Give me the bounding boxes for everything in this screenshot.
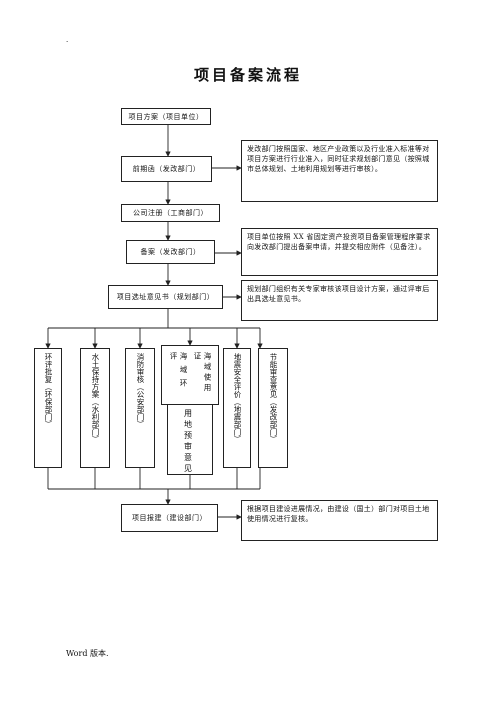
branch-sea-area: 海域环评 海域使用证 xyxy=(161,345,219,405)
branch-water-soil-plan: 水土保持方案（水利部门） xyxy=(80,348,110,468)
page-title: 项目备案流程 xyxy=(193,66,302,84)
branch-energy-review: 节能审查意见（发改部门） xyxy=(258,348,288,468)
branch-sea-area-eia-label: 海域环评 xyxy=(169,352,188,393)
step-project-plan: 项目方案（项目单位） xyxy=(121,108,211,125)
branch-land-use-preliminary-label: 用地预审意见 xyxy=(184,409,192,473)
branch-fire-review-label: 消防审核（公安部门） xyxy=(136,353,145,428)
branch-sea-area-cert-label: 海域使用证 xyxy=(193,352,212,394)
branch-water-soil-plan-label: 水土保持方案（水利部门） xyxy=(91,353,100,443)
top-mark: . xyxy=(66,36,69,44)
step-project-construction-application: 项目报建（建设部门） xyxy=(121,504,218,532)
branch-eia-approval-label: 环评批复（环保部门） xyxy=(44,353,53,428)
step-filing: 备案（发改部门） xyxy=(126,240,215,264)
step-site-selection-opinion: 项目选址意见书（规划部门） xyxy=(108,285,223,309)
note-site-selection: 规划部门组织有关专家审核该项目设计方案，通过评审后出具选址意见书。 xyxy=(241,280,438,321)
footer-text: Word 版本. xyxy=(66,649,109,658)
branch-eia-approval: 环评批复（环保部门） xyxy=(34,348,62,468)
note-construction-review: 根据项目建设进展情况，由建设（国土）部门对项目土地使用情况进行复核。 xyxy=(241,500,438,541)
note-preliminary-letter: 发改部门按照国家、地区产业政策以及行业准入标准等对项目方案进行行业准入，同时征求… xyxy=(241,140,438,202)
note-filing: 项目单位按照 XX 省固定资产投资项目备案管理程序要求向发改部门提出备案申请，并… xyxy=(241,228,438,276)
branch-land-use-preliminary-box: 用地预审意见 xyxy=(167,408,213,473)
step-company-registration: 公司注册（工商部门） xyxy=(121,204,220,222)
branch-fire-review: 消防审核（公安部门） xyxy=(125,348,155,468)
branch-seismic-evaluation: 地震安全评价（地震部门） xyxy=(223,348,251,468)
branch-seismic-evaluation-label: 地震安全评价（地震部门） xyxy=(233,353,242,443)
step-preliminary-letter: 前期函（发改部门） xyxy=(121,156,212,182)
branch-energy-review-label: 节能审查意见（发改部门） xyxy=(269,353,278,443)
